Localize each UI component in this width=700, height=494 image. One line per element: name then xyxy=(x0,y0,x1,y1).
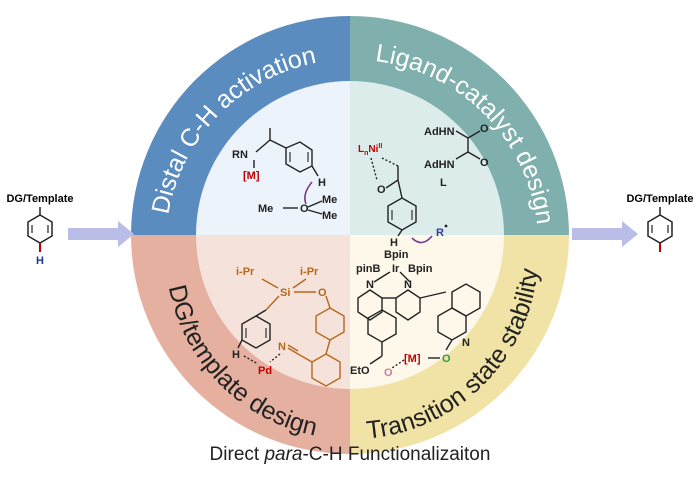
q2-adhn1-label: AdHN xyxy=(424,126,455,138)
q4-bpin-right-label: Bpin xyxy=(408,263,433,275)
q3-ipr1-label: i-Pr xyxy=(236,266,255,278)
caption-prefix: Direct xyxy=(209,444,265,465)
q1-me2-label: Me xyxy=(258,203,273,215)
q3-o-label: O xyxy=(318,287,327,299)
q1-me1-label: Me xyxy=(322,194,337,206)
q2-adhn2-label: AdHN xyxy=(424,159,455,171)
inner-quadrant-bottom-left xyxy=(196,235,350,389)
q4-ir-label: Ir xyxy=(392,263,400,275)
left-arrow xyxy=(68,221,134,247)
q4-o-green-label: O xyxy=(442,353,451,365)
left-substrate: DG/Template H xyxy=(6,193,73,267)
q3-ipr2-label: i-Pr xyxy=(300,266,319,278)
right-dg-label: DG/Template xyxy=(626,193,693,205)
q2-o1-label: O xyxy=(480,123,489,135)
structure-transition-state: Bpin pinB Ir Bpin N N N O [M] O EtO xyxy=(350,249,481,379)
q4-o-pink-label: O xyxy=(384,367,393,379)
structure-dg-template: i-Pr i-Pr Si O N H Pd xyxy=(232,266,345,387)
left-h-label: H xyxy=(36,255,44,267)
q2-o2-label: O xyxy=(480,157,489,169)
figure-caption: Direct para-C-H Functionalizaiton xyxy=(0,444,700,466)
inner-quadrant-top-left xyxy=(196,81,350,235)
q4-pinb-label: pinB xyxy=(356,263,380,275)
right-arrow xyxy=(572,221,638,247)
q3-n-label: N xyxy=(278,341,286,353)
q1-me3-label: Me xyxy=(322,210,337,222)
q3-h-label: H xyxy=(232,349,240,361)
q1-o-label: O xyxy=(300,203,309,215)
structure-ligand-catalyst: LnNiII O H R AdHN O O AdHN L xyxy=(358,123,489,249)
q2-h-label: H xyxy=(390,237,398,249)
right-product: DG/Template xyxy=(626,193,694,252)
caption-suffix: -C-H Functionalizaiton xyxy=(302,444,491,465)
q3-substrate-ring xyxy=(241,315,271,349)
q4-bpin-top-label: Bpin xyxy=(384,249,409,261)
q4-metal-label: [M] xyxy=(404,353,421,365)
q4-eto-label: EtO xyxy=(350,365,370,377)
q2-o-label: O xyxy=(377,184,386,196)
q1-metal-label: [M] xyxy=(243,170,260,182)
q4-n3-label: N xyxy=(462,337,470,349)
q4-n2-label: N xyxy=(404,279,412,291)
q3-pd-label: Pd xyxy=(258,365,272,377)
caption-italic: para xyxy=(264,444,303,465)
inner-quadrant-top-right xyxy=(350,81,504,235)
q3-si-label: Si xyxy=(280,287,290,299)
left-dg-label: DG/Template xyxy=(6,193,73,205)
q2-ln-label: LnNiII xyxy=(358,143,382,157)
structure-distal-ch: RN [M] H O Me Me Me xyxy=(232,128,337,222)
q1-rn-label: RN xyxy=(232,149,248,161)
q2-r-label: R xyxy=(436,227,444,239)
q4-n1-label: N xyxy=(366,279,374,291)
inner-disc xyxy=(196,81,504,389)
q2-l-label: L xyxy=(440,177,447,189)
q1-h-label: H xyxy=(318,177,326,189)
